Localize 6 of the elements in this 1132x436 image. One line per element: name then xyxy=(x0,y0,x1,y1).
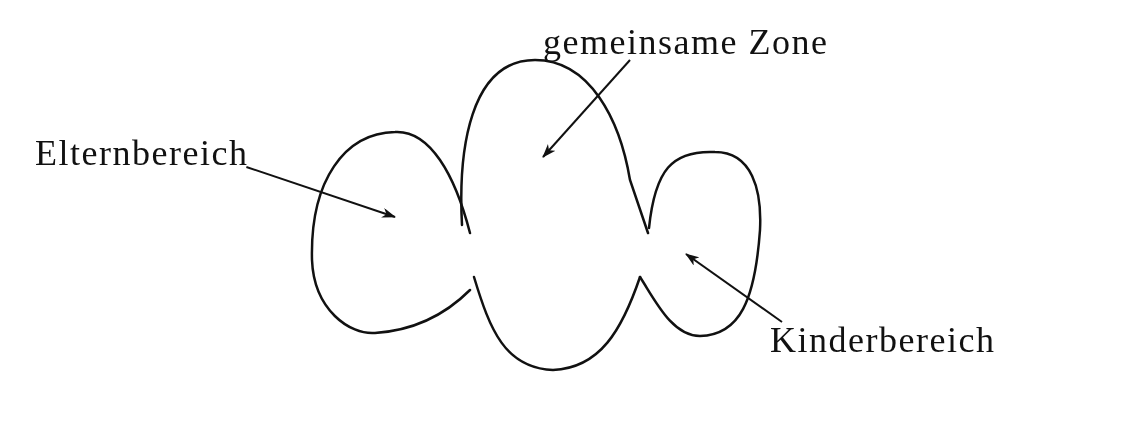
leader-arrow xyxy=(542,59,631,158)
zone-label: Elternbereich xyxy=(35,133,249,173)
zone-label: gemeinsame Zone xyxy=(543,22,829,62)
leader-arrow xyxy=(685,253,783,323)
zone-label: Kinderbereich xyxy=(770,320,996,360)
leader-arrow xyxy=(245,166,396,218)
